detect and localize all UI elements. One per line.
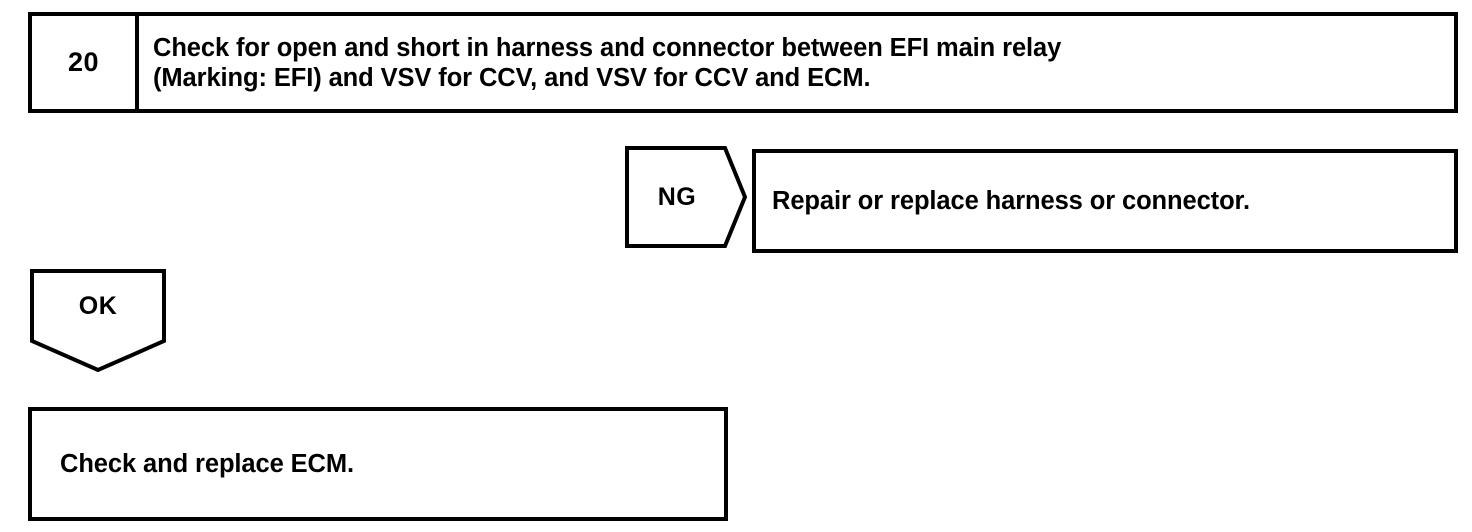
step-instruction-line-2: (Marking: EFI) and VSV for CCV, and VSV … [153,63,871,92]
ok-label: OK [78,291,118,320]
step-number-cell: 20 [32,16,139,109]
ng-label-wrap: NG [625,146,729,248]
ok-action-box: Check and replace ECM. [28,407,728,521]
ok-branch-pentagon [30,269,166,372]
ng-label: NG [657,182,697,211]
step-row: 20 Check for open and short in harness a… [28,12,1458,113]
ng-action-text: Repair or replace harness or connector. [772,186,1250,215]
step-number: 20 [67,47,100,77]
step-instruction-cell: Check for open and short in harness and … [139,16,1454,109]
ng-pentagon-shape [625,146,747,248]
ng-action-box: Repair or replace harness or connector. [752,149,1458,253]
ng-branch-pentagon [625,146,747,248]
ok-pentagon-shape [30,269,166,372]
step-instruction-line-1: Check for open and short in harness and … [153,33,1062,62]
ok-action-text: Check and replace ECM. [60,449,354,478]
ok-label-wrap: OK [30,269,166,343]
